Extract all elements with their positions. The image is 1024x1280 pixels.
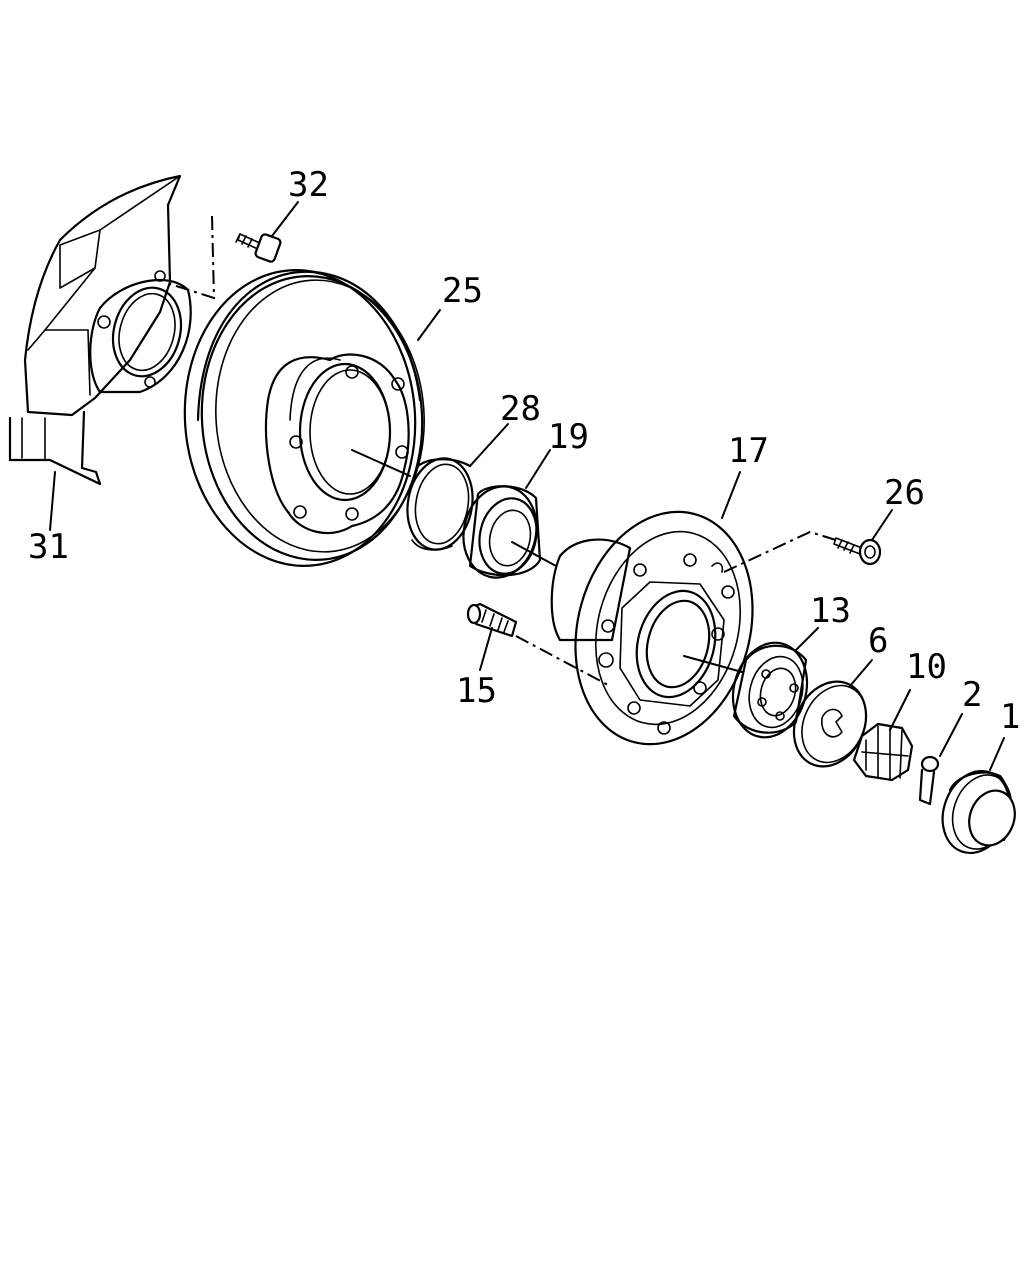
- part-1-hub-cap[interactable]: [932, 737, 1023, 862]
- callout-2: 2: [962, 675, 982, 715]
- callout-15: 15: [456, 671, 497, 711]
- part-2-cotter-pin[interactable]: [918, 713, 963, 806]
- part-19-inner-bearing[interactable]: [455, 449, 557, 584]
- callout-6: 6: [868, 621, 888, 661]
- callout-10: 10: [906, 647, 947, 687]
- callout-13: 13: [810, 591, 851, 631]
- part-26-bolt[interactable]: [723, 509, 893, 573]
- callout-32: 32: [288, 165, 329, 205]
- part-15-wheel-stud[interactable]: [466, 602, 611, 687]
- part-32-bolt[interactable]: [169, 201, 299, 300]
- callout-25: 25: [442, 271, 483, 311]
- part-10-castle-nut[interactable]: [852, 689, 914, 782]
- callout-31: 31: [28, 527, 69, 567]
- part-17-wheel-hub[interactable]: [550, 471, 777, 764]
- callout-1: 1: [1000, 697, 1020, 737]
- part-31-dust-shield[interactable]: [8, 174, 192, 531]
- callout-17: 17: [728, 431, 769, 471]
- callout-28: 28: [500, 389, 541, 429]
- part-28-seal[interactable]: [400, 423, 509, 555]
- part-13-outer-bearing[interactable]: [723, 627, 819, 746]
- part-25-brake-disc[interactable]: [175, 262, 441, 573]
- callout-26: 26: [884, 473, 925, 513]
- callout-19: 19: [548, 417, 589, 457]
